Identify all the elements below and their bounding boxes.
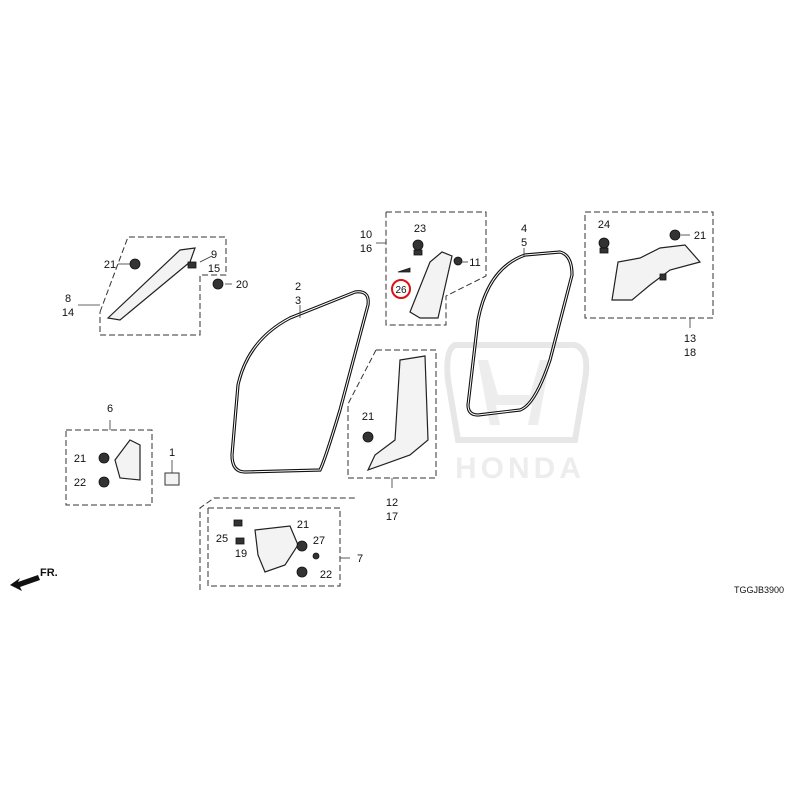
kick-panel-group: 6 21 22 xyxy=(65,403,153,506)
callout-14: 14 xyxy=(62,307,74,319)
callout-22b: 22 xyxy=(320,569,332,581)
callout-19: 19 xyxy=(235,548,247,560)
callout-21d: 21 xyxy=(74,453,86,465)
callout-1: 1 xyxy=(169,447,175,459)
rear-pillar-group: 24 21 13 18 xyxy=(584,211,714,359)
b-pillar-upper-group: 10 16 23 11 26 xyxy=(360,211,487,326)
callout-12: 12 xyxy=(386,497,398,509)
highlight-circle-26 xyxy=(391,279,411,299)
watermark-text: HONDA xyxy=(455,452,585,485)
sill-group: 25 19 21 27 22 7 xyxy=(199,497,363,590)
callout-4: 4 xyxy=(521,223,527,235)
callout-20: 20 xyxy=(236,279,248,291)
callout-2: 2 xyxy=(295,281,301,293)
b-pillar-lower-group: 21 12 17 xyxy=(347,349,437,523)
callout-27: 27 xyxy=(313,535,325,547)
callout-24: 24 xyxy=(598,219,610,231)
diagram-code: TGGJB3900 xyxy=(734,585,784,595)
callout-25: 25 xyxy=(216,533,228,545)
callout-9: 9 xyxy=(211,249,217,261)
callout-6: 6 xyxy=(107,403,113,415)
callout-21c: 21 xyxy=(362,411,374,423)
callout-5: 5 xyxy=(521,237,527,249)
callout-17: 17 xyxy=(386,511,398,523)
honda-watermark: HONDA xyxy=(444,342,590,485)
callout-22: 22 xyxy=(74,477,86,489)
a-pillar-group: 21 9 15 20 8 14 xyxy=(62,236,248,336)
callout-10: 10 xyxy=(360,229,372,241)
callout-8: 8 xyxy=(65,293,71,305)
callout-16: 16 xyxy=(360,243,372,255)
callout-13: 13 xyxy=(684,333,696,345)
callout-15: 15 xyxy=(208,263,220,275)
callout-23: 23 xyxy=(414,223,426,235)
callout-11: 11 xyxy=(469,257,480,269)
callout-18: 18 xyxy=(684,347,696,359)
rear-door-seal: 4 5 xyxy=(466,223,574,417)
callout-21: 21 xyxy=(104,259,116,271)
callout-26: 26 xyxy=(395,285,407,296)
front-door-seal: 2 3 xyxy=(230,281,370,474)
callout-3: 3 xyxy=(295,295,301,307)
callout-21b: 21 xyxy=(694,230,706,242)
front-direction-arrow: FR. xyxy=(10,567,58,591)
direction-label: FR. xyxy=(40,567,58,579)
callout-7: 7 xyxy=(357,553,363,565)
callout-21e: 21 xyxy=(297,519,309,531)
part-1: 1 xyxy=(164,447,180,486)
